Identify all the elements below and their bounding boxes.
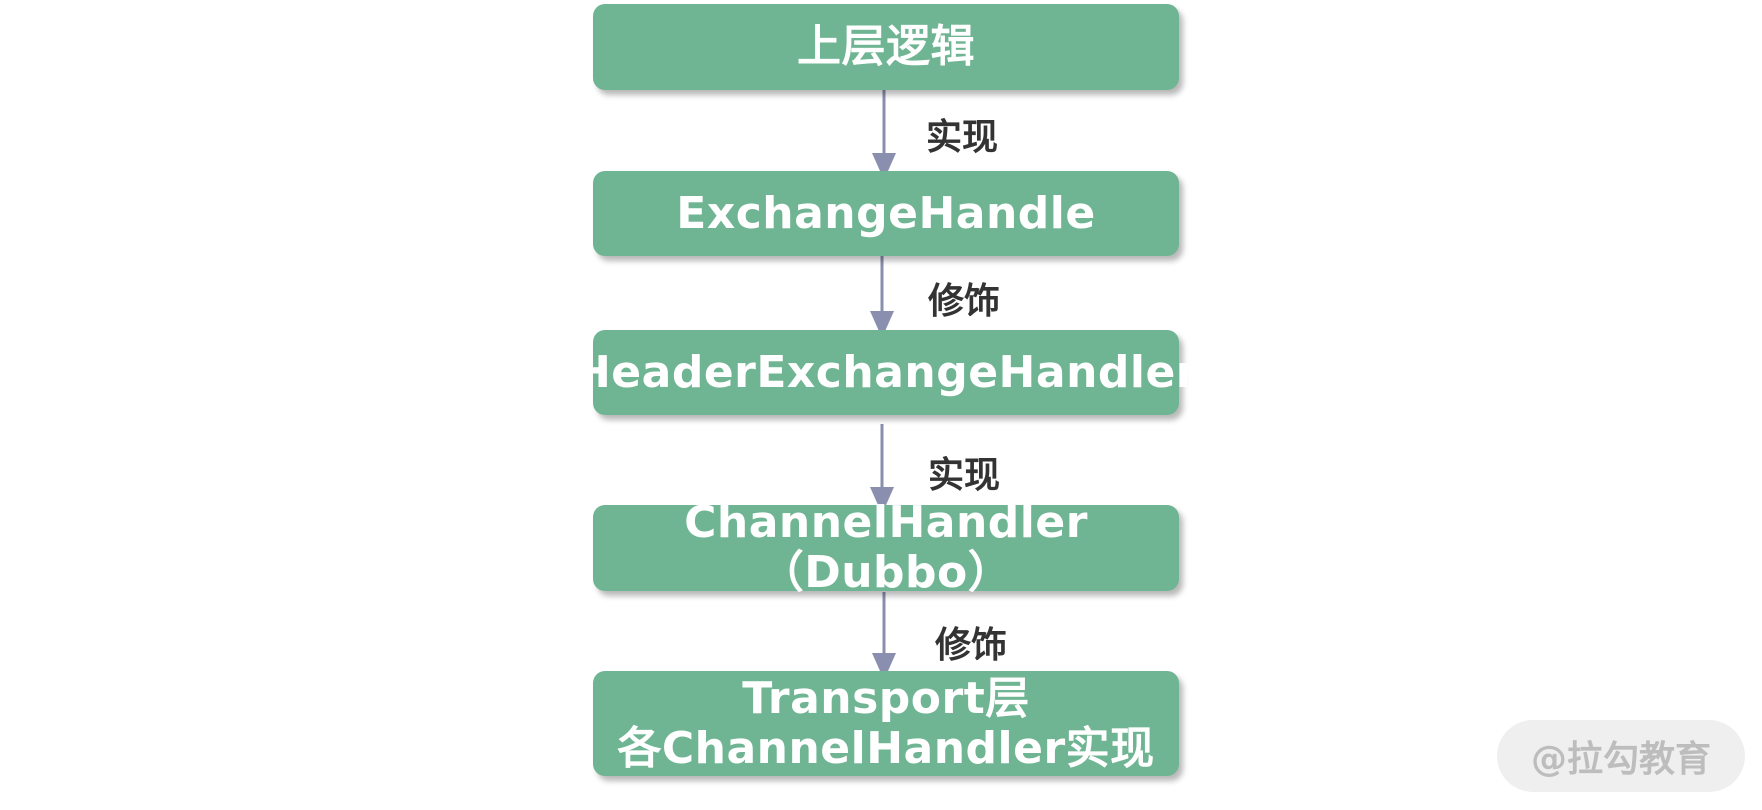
node-upper-logic: 上层逻辑 bbox=[593, 4, 1179, 90]
node-transport-layer-line1: Transport层 bbox=[742, 672, 1030, 724]
node-channel-handler: ChannelHandler（Dubbo） bbox=[593, 498, 1179, 598]
edge-label-1: 实现 bbox=[926, 117, 999, 158]
edge-label-4: 修饰 bbox=[935, 625, 1008, 666]
node-channel-handler-label: ChannelHandler（Dubbo） bbox=[684, 497, 1088, 598]
node-exchange-handle: ExchangeHandle bbox=[593, 171, 1179, 256]
node-upper-logic-label: 上层逻辑 bbox=[797, 21, 975, 72]
node-header-exchange-handler-label: HeaderExchangeHandler bbox=[573, 346, 1199, 398]
node-header-exchange-handler: HeaderExchangeHandler bbox=[574, 330, 1198, 415]
node-transport-layer-line2: 各ChannelHandler实现 bbox=[617, 722, 1155, 774]
edge-label-2: 修饰 bbox=[928, 281, 1001, 322]
node-exchange-handle-label: ExchangeHandle bbox=[676, 187, 1096, 239]
watermark: @拉勾教育 bbox=[1497, 720, 1745, 792]
node-transport-layer: Transport层 各ChannelHandler实现 bbox=[593, 671, 1179, 776]
edge-label-3: 实现 bbox=[928, 455, 1001, 496]
